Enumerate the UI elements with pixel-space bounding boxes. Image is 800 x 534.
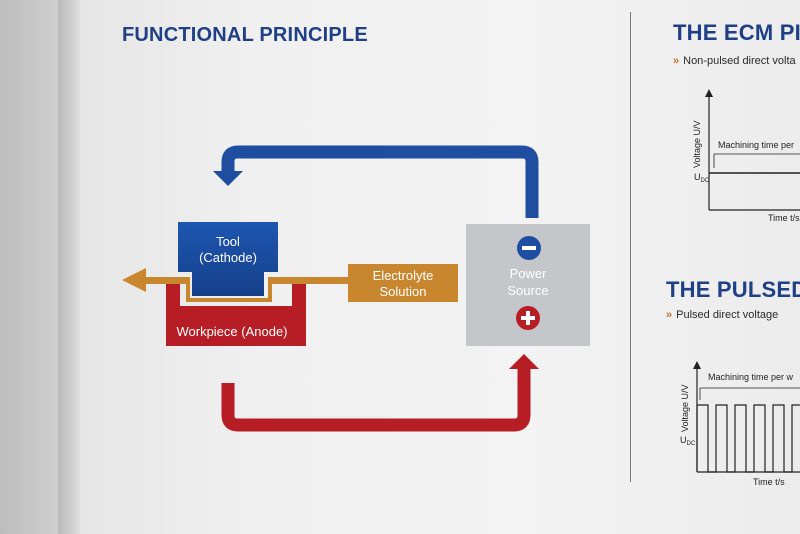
ecm-section-title: THE ECM PI	[673, 20, 800, 45]
pulsed-annotation: Machining time per w	[708, 372, 794, 382]
ecm-subtitle: »Non-pulsed direct volta	[673, 55, 796, 67]
pulsed-level-main: U	[680, 435, 687, 445]
electrolyte-outflow-arrowhead	[122, 268, 146, 292]
pulsed-section-title: THE PULSED	[666, 277, 800, 302]
main-title: FUNCTIONAL PRINCIPLE	[122, 24, 368, 46]
electrolyte-channel	[180, 277, 348, 302]
section-divider	[630, 12, 631, 482]
ecm-subtitle-text: Non-pulsed direct volta	[683, 55, 796, 67]
pulsed-subtitle: »Pulsed direct voltage	[666, 309, 778, 321]
ecm-xlabel: Time t/s	[768, 213, 800, 223]
workpiece-block	[166, 284, 306, 346]
minus-terminal-bar	[522, 246, 536, 250]
electrolyte-label-line1: Electrolyte	[373, 268, 434, 283]
panel-edge	[58, 0, 80, 534]
pulsed-subtitle-marker: »	[666, 309, 673, 321]
pulsed-y-axis-arrow	[693, 361, 701, 369]
pulsed-dc-chart: Voltage U/V Machining time per w UDC Tim…	[680, 361, 800, 487]
red-arrowhead	[509, 354, 539, 369]
pulsed-level-label: UDC	[680, 435, 696, 447]
ecm-y-axis-arrow	[705, 89, 713, 97]
blue-flow-arrow	[221, 145, 539, 218]
pulsed-ylabel: Voltage U/V	[680, 384, 690, 432]
power-label-line2: Source	[507, 283, 548, 298]
tool-label-line2: (Cathode)	[199, 250, 257, 265]
red-flow-arrow	[221, 368, 531, 432]
ecm-subtitle-marker: »	[673, 55, 680, 67]
tool-label-line1: Tool	[216, 234, 240, 249]
ecm-ylabel: Voltage U/V	[692, 120, 702, 168]
ecm-dc-chart: Voltage U/V Machining time per UDC Time …	[692, 89, 800, 223]
blue-arrowhead	[213, 171, 243, 186]
pulsed-subtitle-text: Pulsed direct voltage	[676, 309, 779, 321]
electrolyte-channel-left	[142, 277, 180, 284]
pulsed-xlabel: Time t/s	[753, 477, 785, 487]
pulsed-waveform	[696, 404, 800, 473]
plus-terminal-bar-v	[526, 311, 530, 325]
electrolyte-box	[348, 264, 458, 302]
ecm-annotation: Machining time per	[718, 140, 794, 150]
tool-block	[178, 222, 278, 296]
workpiece-label: Workpiece (Anode)	[176, 324, 287, 339]
pulsed-level-sub: DC	[687, 441, 696, 447]
electrolyte-label-line2: Solution	[380, 284, 427, 299]
ecm-level-sub: DC	[701, 178, 710, 184]
power-label-line1: Power	[510, 266, 548, 281]
ecm-level-main: U	[694, 172, 701, 182]
ecm-level-label: UDC	[694, 172, 710, 184]
